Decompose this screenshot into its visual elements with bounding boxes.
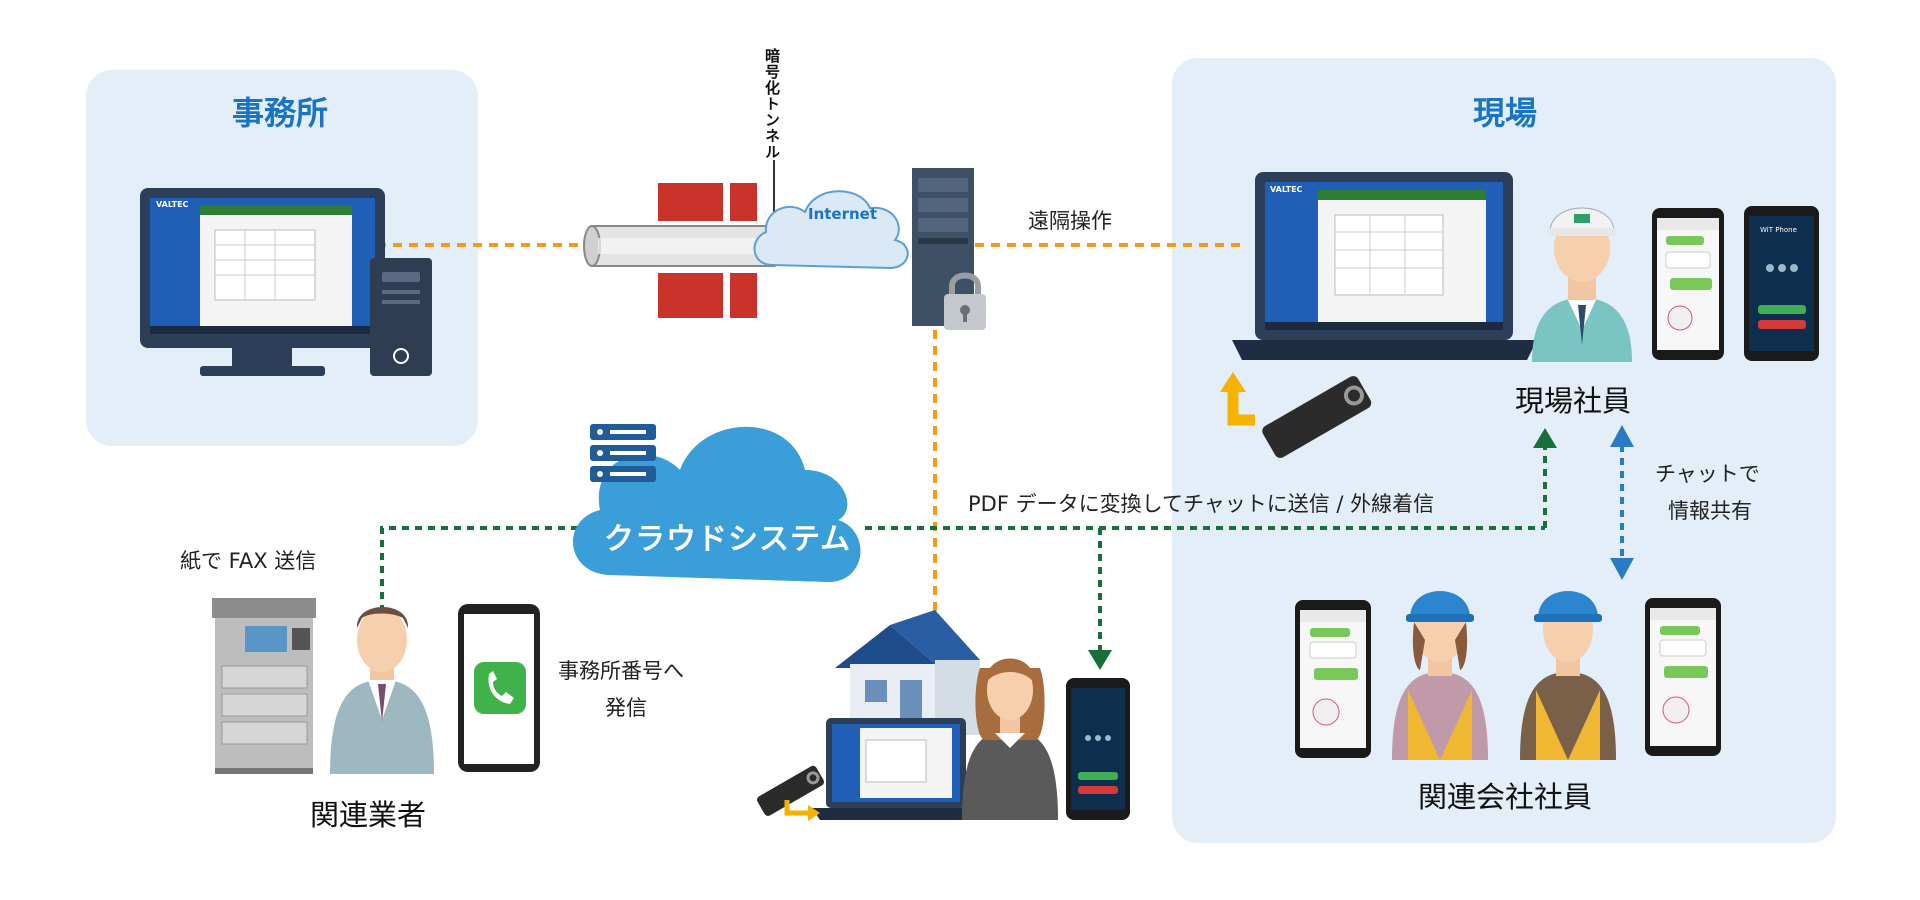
lock-icon [944,272,986,330]
tunnel-label: 暗号化トンネル [763,48,781,160]
related-business-label: 関連業者 [310,798,427,832]
svg-text:VALTEC: VALTEC [1270,185,1303,194]
server [912,168,974,326]
internet-label: Internet [808,205,878,223]
server-stack-icon [590,424,656,482]
site-title: 現場 [1472,94,1537,132]
home-house [835,610,980,735]
home-worker [962,658,1058,820]
site-usb-key [1220,372,1372,458]
blue-arrow-up [1610,425,1634,447]
partner-worker-woman [1392,591,1488,760]
home-laptop [812,718,980,820]
vendor-person [330,607,434,774]
home-phone [1066,678,1130,820]
partner-phone-right [1645,598,1721,756]
green-link-vendor-cloud [380,526,585,612]
site-phone-call: WiT Phone [1744,206,1819,361]
office-tower [370,258,432,376]
chat-share-label-2: 情報共有 [1668,499,1752,523]
internet-cloud [753,190,909,270]
cloud-system [573,426,861,582]
call-office-label-2: 発信 [605,696,647,720]
svg-text:WiT Phone: WiT Phone [1760,226,1797,234]
cloud-system-label: クラウドシステム [604,522,852,557]
blue-arrow-down [1610,558,1634,580]
partner-phone-left [1295,600,1371,758]
site-worker [1532,207,1632,362]
pdf-chat-label: PDF データに変換してチャットに送信 / 外線着信 [968,492,1435,516]
site-phone-chat [1652,208,1724,360]
svg-text:VALTEC: VALTEC [156,200,189,209]
site-staff-label: 現場社員 [1515,384,1632,418]
office-title: 事務所 [231,94,328,132]
remote-operation-label: 遠隔操作 [1028,209,1112,233]
green-arrow-up [1533,428,1557,448]
phone-call-icon [474,662,526,714]
copier [212,598,316,774]
partner-staff-label: 関連会社社員 [1418,780,1593,814]
call-office-label-1: 事務所番号へ [558,659,684,683]
office-desktop: VALTEC [140,188,385,376]
green-arrow-down [1088,650,1112,670]
site-laptop: VALTEC [1232,172,1537,360]
partner-worker-man [1520,591,1616,760]
chat-share-label-1: チャットで [1655,462,1760,486]
fax-label: 紙で FAX 送信 [180,549,317,573]
home-usb-key [757,765,824,821]
